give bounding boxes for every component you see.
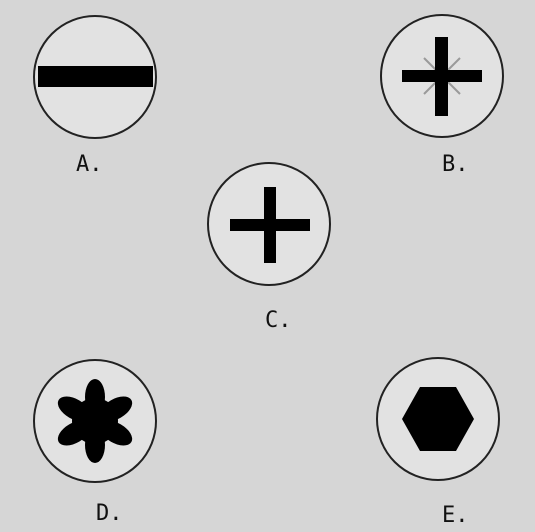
label-a: A. [76, 152, 103, 177]
torx-screw-head-icon [33, 359, 157, 483]
pozidriv-screw-head-icon [380, 14, 504, 138]
label-c: C. [265, 308, 292, 333]
phillips-screw-head-icon [207, 162, 331, 286]
hex-screw-head-icon [376, 357, 500, 481]
slotted-screw-head-icon [33, 15, 157, 139]
label-e: E. [442, 503, 469, 528]
label-d: D. [96, 501, 123, 526]
label-b: B. [442, 152, 469, 177]
